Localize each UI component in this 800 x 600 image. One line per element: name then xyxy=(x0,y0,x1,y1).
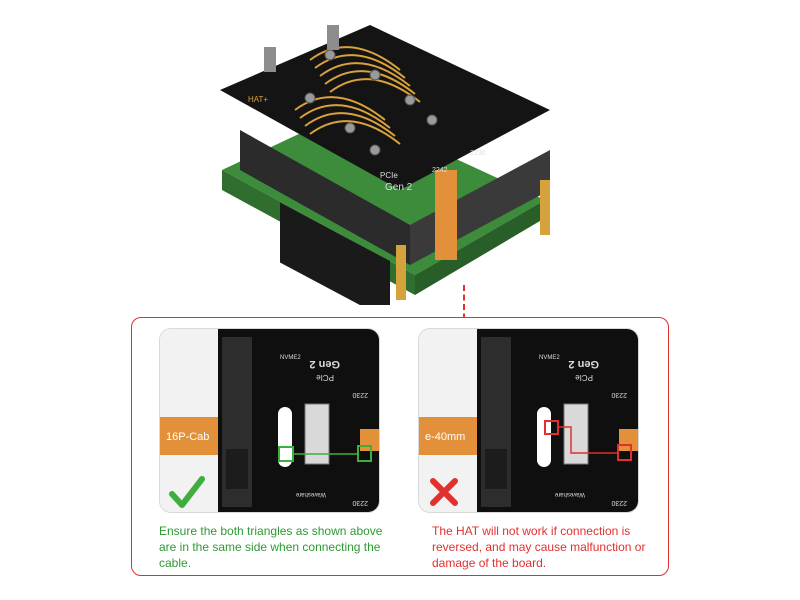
incorrect-connection-illustration: e-40mm NVME2 Gen 2 PCIe 2230 Waveshare 2… xyxy=(419,329,638,512)
board-label-2242: 2242 xyxy=(432,167,448,174)
cross-icon xyxy=(430,478,458,506)
brand-label: Waveshare xyxy=(554,491,585,497)
misalignment-line xyxy=(558,426,618,454)
cable-label: e-40mm xyxy=(425,431,465,443)
check-icon xyxy=(169,476,205,508)
size-top-label: 2230 xyxy=(352,391,368,398)
gold-pattern xyxy=(294,46,421,145)
ribbon-cable xyxy=(419,417,477,455)
slot-hole xyxy=(278,407,292,467)
standoff-right xyxy=(327,25,339,50)
correct-connection-caption: Ensure the both triangles as shown above… xyxy=(159,524,383,570)
screws xyxy=(304,49,438,156)
standoff-left xyxy=(264,47,276,72)
incorrect-connection-caption: The HAT will not work if connection is r… xyxy=(432,524,646,570)
fpc-connector xyxy=(563,403,589,465)
nvme-label: NVME2 xyxy=(539,355,560,361)
connection-guide-panel: 16P-Cab NVME2 Gen 2 PCIe 2230 Waveshare … xyxy=(131,317,669,576)
pcie-label: PCIe xyxy=(316,373,334,382)
brand-label: Waveshare xyxy=(295,491,326,497)
callout-dashed-line xyxy=(463,285,465,329)
cable-label: 16P-Cab xyxy=(166,431,209,443)
ribbon-cable xyxy=(160,417,218,455)
size-bottom-label: 2230 xyxy=(352,499,368,506)
hat-left-side xyxy=(240,130,410,265)
gen-label: Gen 2 xyxy=(309,358,340,370)
board-label-hat: HAT+ xyxy=(248,95,268,104)
board-label-pcie: PCIe xyxy=(380,171,398,180)
correct-connection-card: 16P-Cab NVME2 Gen 2 PCIe 2230 Waveshare … xyxy=(159,328,380,513)
hat-top-board xyxy=(220,25,550,190)
gpio-header xyxy=(280,202,390,305)
nvme-label: NVME2 xyxy=(280,355,301,361)
board-label-2230: 2230 xyxy=(470,150,486,157)
size-bottom-label: 2230 xyxy=(611,499,627,506)
size-top-label: 2230 xyxy=(611,391,627,398)
incorrect-connection-card: e-40mm NVME2 Gen 2 PCIe 2230 Waveshare 2… xyxy=(418,328,639,513)
gold-standoff-b xyxy=(540,180,550,235)
correct-connection-illustration: 16P-Cab NVME2 Gen 2 PCIe 2230 Waveshare … xyxy=(160,329,379,512)
ribbon-cable xyxy=(435,170,457,260)
gen-label: Gen 2 xyxy=(568,358,599,370)
fpc-connector xyxy=(304,403,330,465)
board-label-gen: Gen 2 xyxy=(385,182,413,193)
pcie-label: PCIe xyxy=(575,373,593,382)
gold-standoff-a xyxy=(396,245,406,300)
product-photo: HAT+ Gen 2 PCIe 2230 2242 xyxy=(220,25,550,305)
slot-hole xyxy=(537,407,551,467)
